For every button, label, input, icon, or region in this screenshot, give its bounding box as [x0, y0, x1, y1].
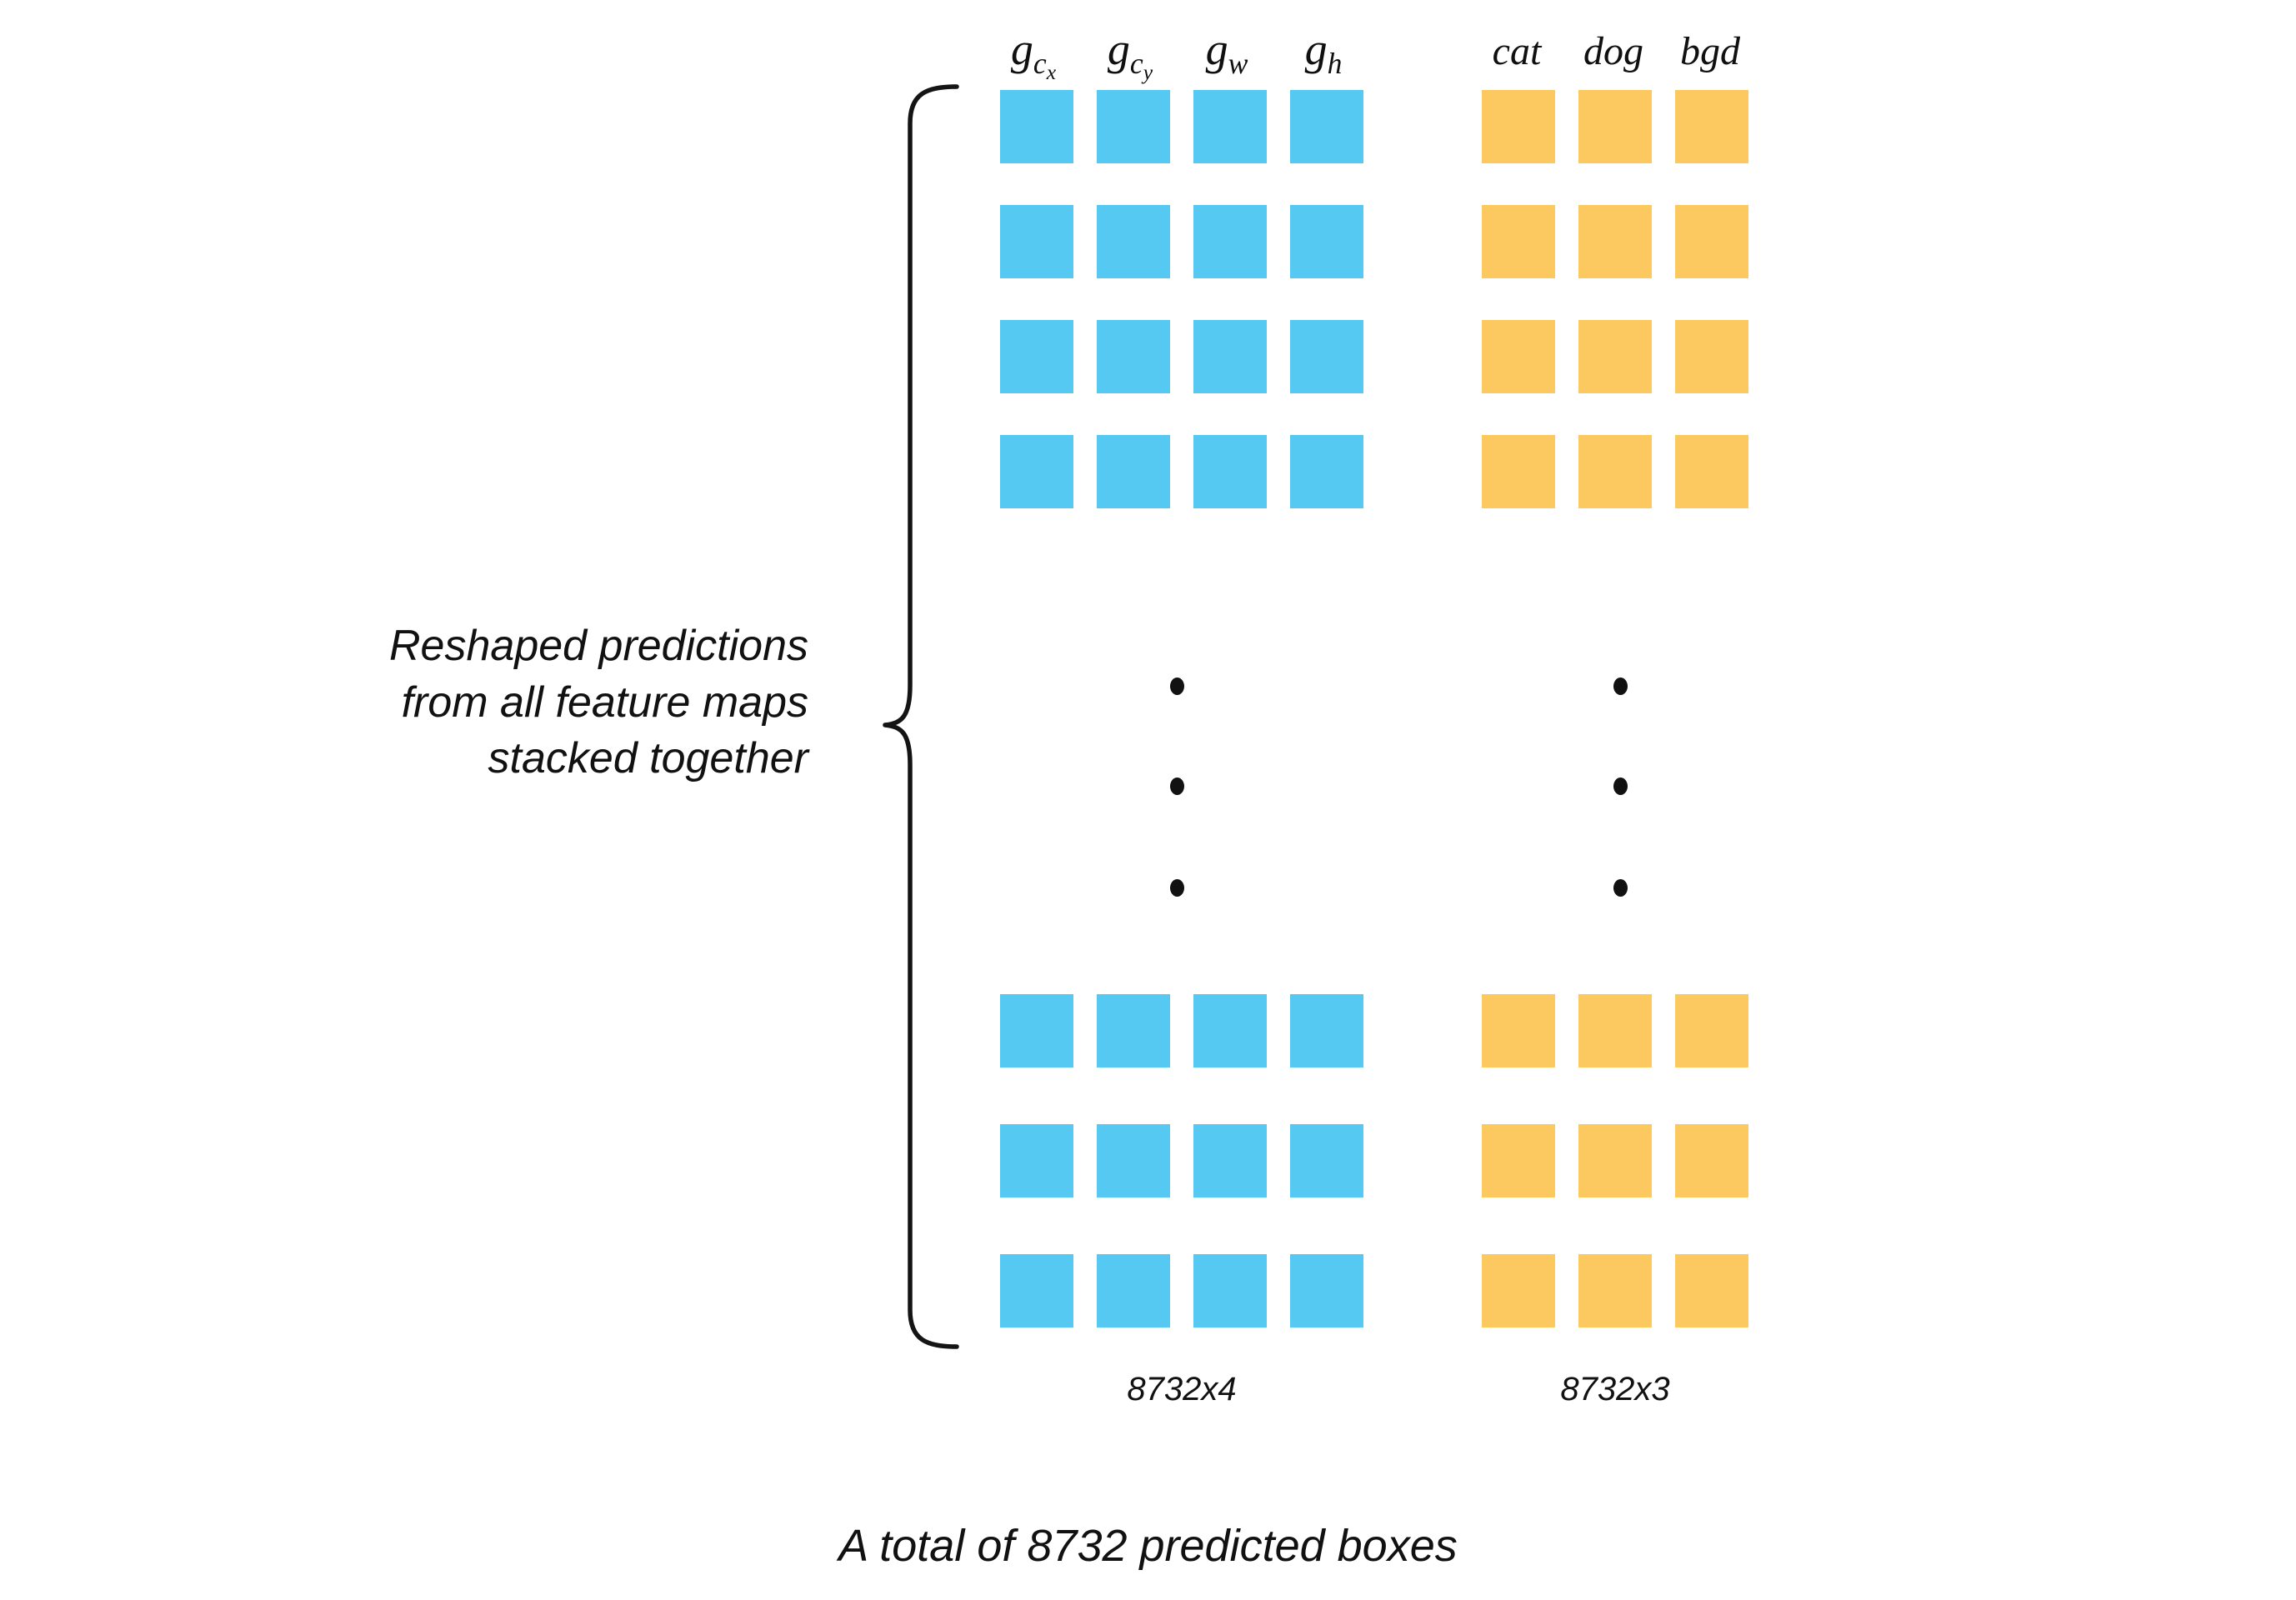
cell-cls-r5-c2	[1578, 994, 1652, 1068]
ellipsis-dot-loc-2	[1170, 778, 1184, 795]
column-header-dog: dog	[1583, 29, 1643, 73]
cell-loc-r2-c2	[1097, 205, 1170, 278]
cell-loc-r6-c4	[1290, 1124, 1363, 1198]
cell-cls-r7-c1	[1482, 1254, 1555, 1328]
cell-loc-r3-c3	[1193, 320, 1267, 393]
cell-loc-r5-c1	[1000, 994, 1073, 1068]
cell-cls-r6-c3	[1675, 1124, 1748, 1198]
cell-loc-r7-c2	[1097, 1254, 1170, 1328]
ellipsis-dot-cls-1	[1613, 678, 1628, 695]
cell-loc-r4-c1	[1000, 435, 1073, 508]
cell-cls-r7-c2	[1578, 1254, 1652, 1328]
cell-loc-r7-c1	[1000, 1254, 1073, 1328]
cell-cls-r6-c2	[1578, 1124, 1652, 1198]
column-header-g-cx: gcx	[1010, 24, 1057, 85]
ellipsis-dot-loc-3	[1170, 879, 1184, 897]
cell-loc-r6-c2	[1097, 1124, 1170, 1198]
cell-cls-r4-c1	[1482, 435, 1555, 508]
cell-cls-r5-c3	[1675, 994, 1748, 1068]
ellipsis-dot-loc-1	[1170, 678, 1184, 695]
column-header-g-h: gh	[1304, 24, 1343, 80]
cell-cls-r1-c3	[1675, 90, 1748, 163]
cell-loc-r7-c4	[1290, 1254, 1363, 1328]
cell-cls-r7-c3	[1675, 1254, 1748, 1328]
column-header-bgd: bgd	[1680, 29, 1740, 73]
column-header-cat: cat	[1492, 29, 1542, 73]
cell-loc-r6-c3	[1193, 1124, 1267, 1198]
cell-loc-r2-c4	[1290, 205, 1363, 278]
cell-loc-r4-c3	[1193, 435, 1267, 508]
left-curly-brace-icon	[883, 83, 959, 1350]
dim-label-localization: 8732x4	[1127, 1371, 1237, 1408]
cell-loc-r5-c2	[1097, 994, 1170, 1068]
column-header-g-cy: gcy	[1107, 24, 1153, 85]
cell-loc-r4-c2	[1097, 435, 1170, 508]
cell-loc-r4-c4	[1290, 435, 1363, 508]
cell-cls-r2-c2	[1578, 205, 1652, 278]
cell-cls-r4-c2	[1578, 435, 1652, 508]
cell-loc-r3-c2	[1097, 320, 1170, 393]
column-header-g-w: gw	[1205, 24, 1248, 80]
cell-loc-r6-c1	[1000, 1124, 1073, 1198]
side-caption-line-3: stacked together	[488, 734, 808, 783]
cell-loc-r1-c2	[1097, 90, 1170, 163]
side-caption-line-2: from all feature maps	[401, 678, 808, 727]
cell-cls-r2-c3	[1675, 205, 1748, 278]
cell-loc-r3-c4	[1290, 320, 1363, 393]
cell-loc-r2-c3	[1193, 205, 1267, 278]
side-caption: Reshaped predictions from all feature ma…	[275, 618, 808, 788]
cell-loc-r1-c1	[1000, 90, 1073, 163]
side-caption-line-1: Reshaped predictions	[389, 622, 808, 670]
cell-loc-r5-c4	[1290, 994, 1363, 1068]
cell-cls-r3-c3	[1675, 320, 1748, 393]
cell-loc-r2-c1	[1000, 205, 1073, 278]
cell-loc-r1-c3	[1193, 90, 1267, 163]
cell-cls-r1-c2	[1578, 90, 1652, 163]
cell-cls-r1-c1	[1482, 90, 1555, 163]
cell-loc-r3-c1	[1000, 320, 1073, 393]
cell-cls-r3-c2	[1578, 320, 1652, 393]
cell-cls-r2-c1	[1482, 205, 1555, 278]
ellipsis-dot-cls-2	[1613, 778, 1628, 795]
cell-cls-r3-c1	[1482, 320, 1555, 393]
cell-cls-r6-c1	[1482, 1124, 1555, 1198]
bottom-caption: A total of 8732 predicted boxes	[838, 1521, 1458, 1571]
cell-loc-r1-c4	[1290, 90, 1363, 163]
cell-cls-r5-c1	[1482, 994, 1555, 1068]
cell-loc-r7-c3	[1193, 1254, 1267, 1328]
cell-cls-r4-c3	[1675, 435, 1748, 508]
cell-loc-r5-c3	[1193, 994, 1267, 1068]
dim-label-classification: 8732x3	[1560, 1371, 1670, 1408]
ellipsis-dot-cls-3	[1613, 879, 1628, 897]
